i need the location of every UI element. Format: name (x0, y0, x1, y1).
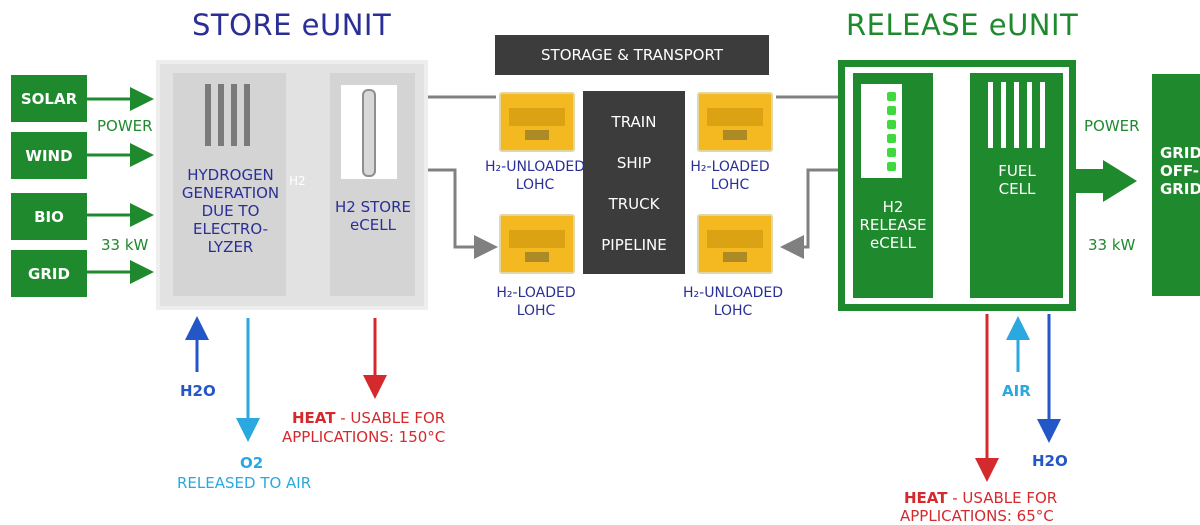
lohc-tank-icon (697, 214, 773, 274)
label-loaded-bottom-left: H₂-LOADED LOHC (496, 285, 576, 319)
mode-pipeline: PIPELINE (601, 236, 667, 254)
store-heat-line1: HEAT - USABLE FOR (292, 409, 445, 427)
store-heat-word: HEAT (292, 409, 336, 427)
store-o2-label: O2 (240, 454, 264, 472)
store-cylinder-icon (362, 89, 376, 177)
release-heat-rest: - USABLE FOR (947, 489, 1058, 507)
electrolyzer-plate (231, 84, 237, 146)
lohc-tank-icon (499, 214, 575, 274)
fuel-cell-plate (1014, 82, 1019, 148)
release-unit-title: RELEASE eUNIT (846, 8, 1079, 42)
electrolyzer-plate (205, 84, 211, 146)
store-power-label: POWER (97, 117, 153, 135)
source-grid: GRID (11, 250, 87, 297)
store-unit-title: STORE eUNIT (192, 8, 392, 42)
source-solar: SOLAR (11, 75, 87, 122)
label-unloaded-top-left: H₂-UNLOADED LOHC (485, 159, 585, 193)
store-h2o-label: H2O (180, 382, 216, 400)
release-cell-segment (887, 148, 896, 157)
release-heat-word: HEAT (904, 489, 948, 507)
release-h2o-label: H2O (1032, 452, 1068, 470)
store-o2-note: RELEASED TO AIR (177, 474, 312, 492)
grid-output-label: GRID & OFF-GRID (1160, 144, 1200, 198)
release-air-label: AIR (1002, 382, 1031, 400)
label-unloaded-bottom-right: H₂-UNLOADED LOHC (683, 285, 783, 319)
release-cell-segment (887, 134, 896, 143)
electrolyzer-plate (218, 84, 224, 146)
lohc-tank-icon (499, 92, 575, 152)
transport-modes-panel (583, 91, 685, 274)
release-ecell-label: H2 RELEASE eCELL (859, 198, 927, 252)
fuel-cell-plate (988, 82, 993, 148)
store-ecell-label: H2 STORE eCELL (335, 198, 411, 234)
fuel-cell-plate (1040, 82, 1045, 148)
release-kw-label: 33 kW (1088, 236, 1136, 254)
release-cell-segment (887, 120, 896, 129)
release-heat-line2: APPLICATIONS: 65°C (900, 507, 1054, 525)
store-heat-rest: - USABLE FOR (335, 409, 446, 427)
release-heat-line1: HEAT - USABLE FOR (904, 489, 1057, 507)
transport-header: STORAGE & TRANSPORT (495, 35, 769, 75)
electrolyzer-panel (173, 73, 286, 296)
lohc-tank-icon (697, 92, 773, 152)
electrolyzer-plate (244, 84, 250, 146)
source-wind: WIND (11, 132, 87, 179)
fuel-cell-plate (1001, 82, 1006, 148)
label-loaded-top-right: H₂-LOADED LOHC (690, 159, 770, 193)
release-cell-segment (887, 162, 896, 171)
grid-output-panel: GRID & OFF-GRID (1152, 74, 1200, 296)
electrolyzer-label: HYDROGEN GENERATION DUE TO ELECTRO-LYZER (181, 166, 280, 256)
fuel-cell-plate (1027, 82, 1032, 148)
store-h2-label: H2 (289, 174, 306, 188)
mode-truck: TRUCK (608, 195, 660, 213)
release-cell-segment (887, 92, 896, 101)
release-power-label: POWER (1084, 117, 1140, 135)
mode-ship: SHIP (616, 154, 652, 172)
release-cell-segment (887, 106, 896, 115)
store-kw-label: 33 kW (101, 236, 149, 254)
release-h2-label: H2 (934, 174, 951, 188)
store-heat-line2: APPLICATIONS: 150°C (282, 428, 446, 446)
source-bio: BIO (11, 193, 87, 240)
power-out-arrow (1075, 160, 1137, 202)
fuel-cell-label: FUEL CELL (998, 162, 1036, 198)
mode-train: TRAIN (611, 113, 657, 131)
